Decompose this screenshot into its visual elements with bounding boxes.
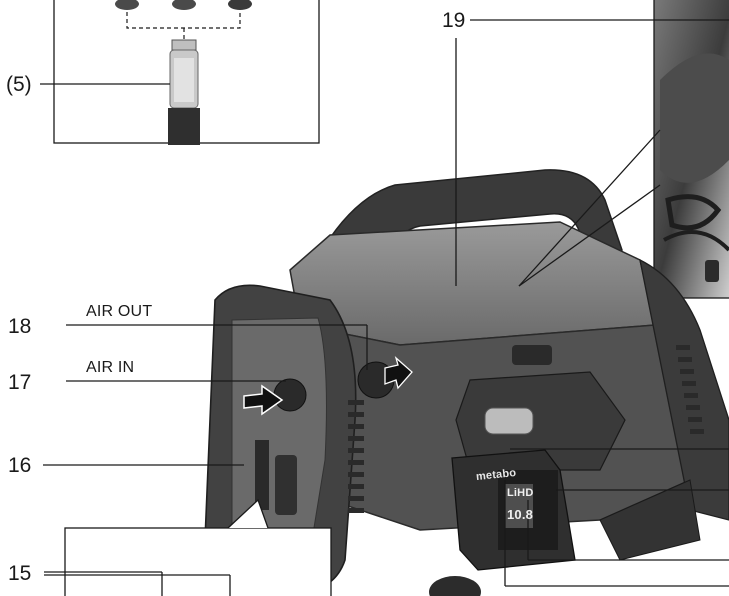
callout-15: 15 xyxy=(8,562,32,585)
callout-17: 17 xyxy=(8,371,32,394)
callout-16: 16 xyxy=(8,454,32,477)
air-in-label: AIR IN xyxy=(86,359,135,376)
air-out-label: AIR OUT xyxy=(86,303,153,320)
callout-19: 19 xyxy=(442,9,466,32)
leader-lines xyxy=(40,19,729,596)
battery-voltage: 10.8 xyxy=(507,507,534,522)
compressor-body xyxy=(204,169,729,596)
battery-type: LiHD xyxy=(507,487,534,499)
callout-ref-5: (5) xyxy=(6,73,32,96)
valve-adapter-inset xyxy=(53,0,320,145)
lower-inset-box xyxy=(64,498,332,596)
callout-18: 18 xyxy=(8,315,32,338)
accessory-photo-inset xyxy=(653,0,729,299)
